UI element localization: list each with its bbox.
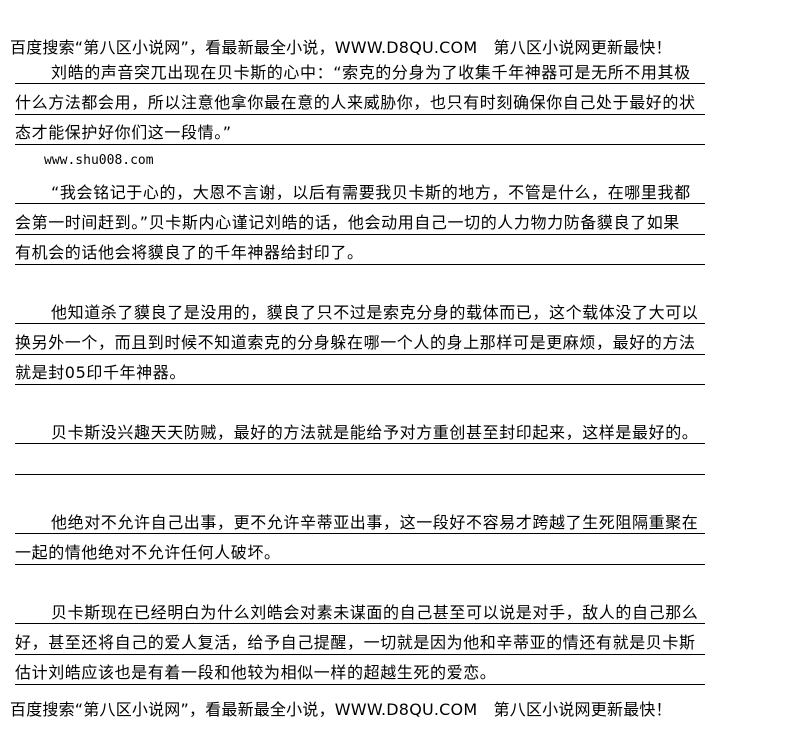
text-line: 什么方法都会用，所以注意他拿你最在意的人来威胁你，也只有时刻确保你自己处于最好的… <box>15 92 705 115</box>
text-line: 换另外一个，而且到时候不知道索克的分身躲在哪一个人的身上那样可是更麻烦，最好的方… <box>15 332 705 355</box>
text-line: 就是封05印千年神器。 <box>15 362 705 385</box>
text-line: 贝卡斯没兴趣天天防贼，最好的方法就是能给予对方重创甚至封印起来，这样是最好的。 <box>15 422 705 444</box>
text-line: 他绝对不允许自己出事，更不允许辛蒂亚出事，这一段好不容易才跨越了生死阻隔重聚在 <box>15 512 705 534</box>
header-banner: 百度搜索“第八区小说网”，看最新最全小说，WWW.D8QU.COM 第八区小说网… <box>10 38 672 57</box>
text-line <box>15 452 705 475</box>
site-watermark-text: www.shu008.com <box>44 153 154 168</box>
text-line: 有机会的话他会将貘良了的千年神器给封印了。 <box>15 242 705 265</box>
footer-banner: 百度搜索“第八区小说网”，看最新最全小说，WWW.D8QU.COM 第八区小说网… <box>10 700 672 719</box>
text-line: 估计刘皓应该也是有着一段和他较为相似一样的超越生死的爱恋。 <box>15 662 705 685</box>
text-line: 贝卡斯现在已经明白为什么刘皓会对素未谋面的自己甚至可以说是对手，敌人的自己那么 <box>15 602 705 624</box>
text-line: 好，甚至还将自己的爱人复活，给予自己提醒，一切就是因为他和辛蒂亚的情还有就是贝卡… <box>15 632 705 655</box>
text-line: “我会铭记于心的，大恩不言谢，以后有需要我贝卡斯的地方，不管是什么，在哪里我都 <box>15 182 705 204</box>
text-line: 他知道杀了貘良了是没用的，貘良了只不过是索克分身的载体而已，这个载体没了大可以 <box>15 302 705 324</box>
text-line: 一起的情他绝对不允许任何人破坏。 <box>15 542 705 565</box>
text-line: 刘皓的声音突兀出现在贝卡斯的心中：“索克的分身为了收集千年神器可是无所不用其极 <box>15 62 705 84</box>
text-line: 会第一时间赶到。”贝卡斯内心谨记刘皓的话，他会动用自己一切的人力物力防备貘良了如… <box>15 212 705 235</box>
text-line: 态才能保护好你们这一段情。” <box>15 122 705 145</box>
